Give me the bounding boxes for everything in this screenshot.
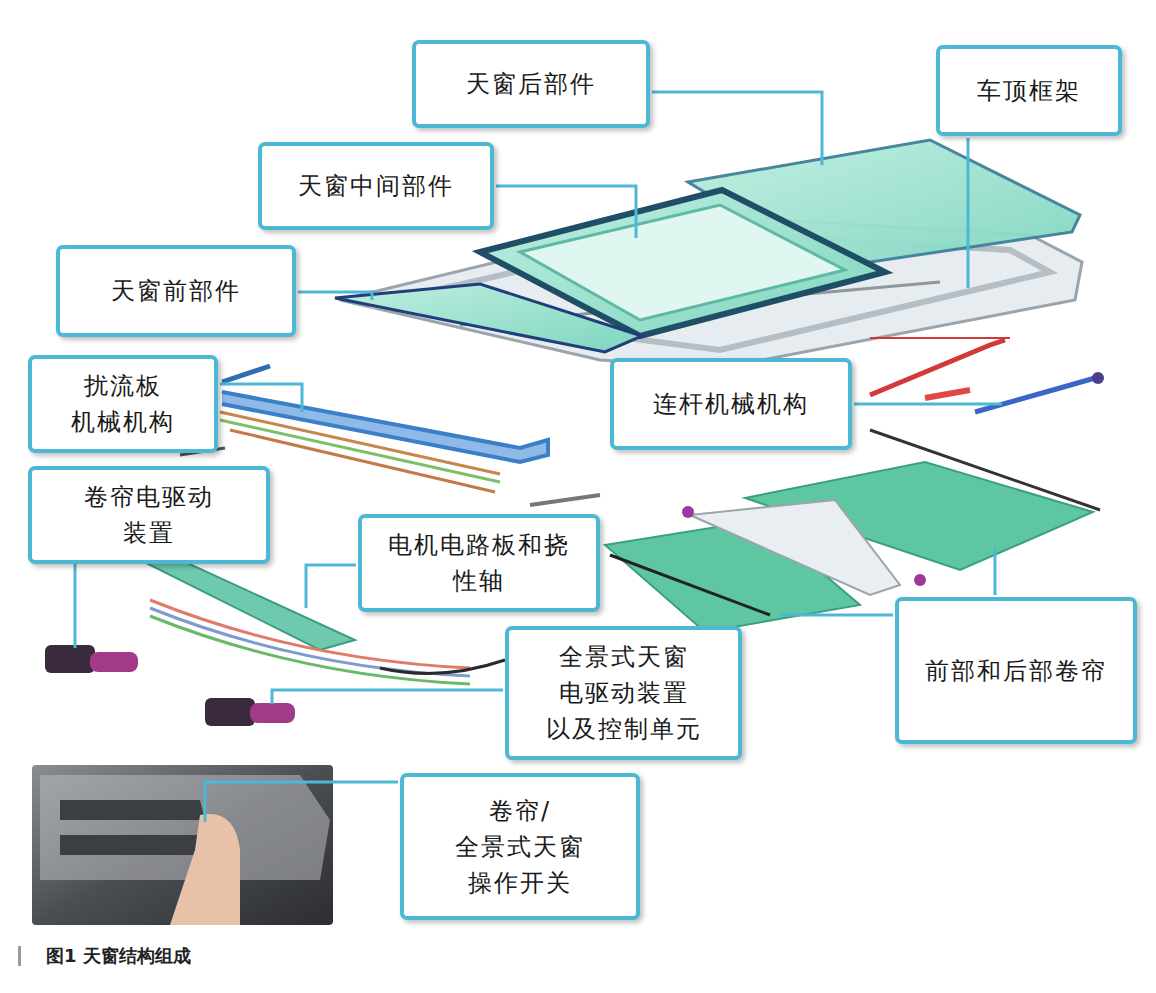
callout-label: 天窗后部件 xyxy=(466,66,596,102)
roof-console xyxy=(40,775,330,880)
leader-line xyxy=(496,186,636,238)
link-pivot xyxy=(1092,372,1104,384)
callout-label: 卷帘电驱动 装置 xyxy=(84,479,214,551)
leader-line xyxy=(854,403,1002,406)
link-arm-red xyxy=(870,340,1005,395)
blind-motor xyxy=(45,645,138,673)
flex-shaft-blue xyxy=(150,608,470,676)
link-arm-red-2 xyxy=(925,390,970,398)
callout-label: 电机电路板和挠 性轴 xyxy=(388,527,570,599)
switch-slot-2 xyxy=(60,835,215,855)
callout-label: 车顶框架 xyxy=(977,73,1081,109)
leader-line xyxy=(652,92,822,165)
leader-line xyxy=(298,292,372,300)
callout-box: 天窗前部件 xyxy=(56,245,296,337)
callout-label: 扰流板 机械机构 xyxy=(71,368,175,440)
leader-line xyxy=(780,614,893,617)
blind-clip xyxy=(914,574,926,586)
blind-drive-board xyxy=(140,555,355,650)
motor-body xyxy=(45,645,95,673)
spoiler-bracket xyxy=(222,366,270,382)
link-arm-blue xyxy=(975,378,1095,412)
blind-frame xyxy=(690,500,900,595)
callout-box: 卷帘/全景式天窗 操作开关 xyxy=(400,773,640,920)
leader-line xyxy=(994,548,997,595)
leader-line xyxy=(967,138,970,288)
leader-line xyxy=(272,690,503,704)
caption-marker xyxy=(18,946,21,966)
panorama-motor xyxy=(205,698,295,726)
callout-label: 卷帘/全景式天窗 操作开关 xyxy=(455,793,585,901)
callout-label: 前部和后部卷帘 xyxy=(925,653,1107,689)
callout-box: 车顶框架 xyxy=(936,45,1122,136)
motor-body xyxy=(205,698,255,726)
photo-ground xyxy=(32,765,333,925)
callout-box: 天窗后部件 xyxy=(412,40,650,128)
callout-box: 连杆机械机构 xyxy=(610,358,852,450)
front-glass xyxy=(335,284,642,352)
spoiler-link-right xyxy=(530,495,600,505)
callout-label: 天窗前部件 xyxy=(111,273,241,309)
front-blind-bar xyxy=(610,555,770,615)
switch-photo xyxy=(32,765,333,925)
callout-label: 天窗中间部件 xyxy=(298,168,454,204)
callout-box: 全景式天窗 电驱动装置 以及控制单元 xyxy=(505,626,742,760)
flex-shaft-black xyxy=(380,660,505,673)
finger xyxy=(170,814,240,925)
blind-clip xyxy=(682,506,694,518)
leader-line xyxy=(220,384,302,412)
leader-lines xyxy=(75,92,1002,822)
link-wire xyxy=(870,337,1010,339)
callout-box: 前部和后部卷帘 xyxy=(895,597,1137,744)
callout-label: 连杆机械机构 xyxy=(653,386,809,422)
callout-box: 卷帘电驱动 装置 xyxy=(28,466,270,564)
motor-can xyxy=(250,703,295,723)
callout-box: 天窗中间部件 xyxy=(258,142,494,230)
leader-line xyxy=(306,565,356,608)
switch-slot xyxy=(60,800,205,820)
motor-can xyxy=(90,652,138,672)
callout-box: 扰流板 机械机构 xyxy=(28,355,218,453)
spoiler-rail-brown xyxy=(220,412,500,474)
spoiler-rail-blue xyxy=(222,392,548,462)
leader-line xyxy=(205,782,398,822)
middle-glass-opening xyxy=(520,205,845,320)
callout-label: 全景式天窗 电驱动装置 以及控制单元 xyxy=(546,639,702,747)
leader-line xyxy=(74,562,77,648)
callout-box: 电机电路板和挠 性轴 xyxy=(358,514,600,612)
figure-caption: 图1 天窗结构组成 xyxy=(46,944,191,968)
